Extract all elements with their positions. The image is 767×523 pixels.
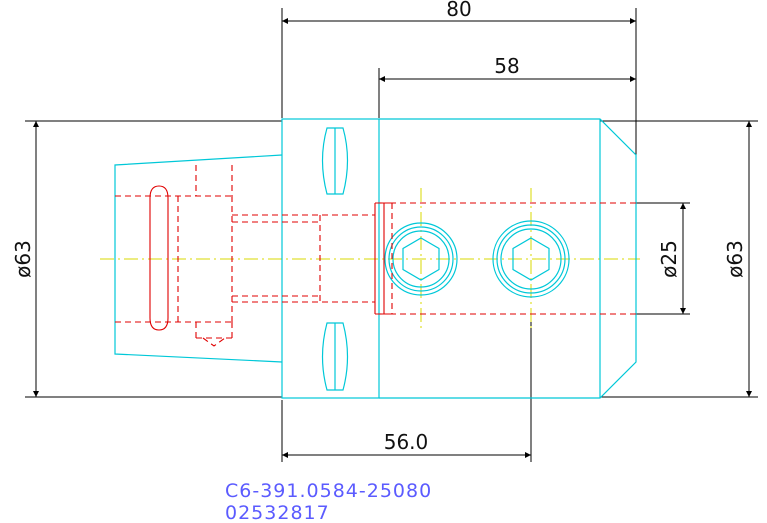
part-number: 02532817 [225, 502, 330, 523]
part-outline [114, 118, 637, 399]
dimension-lines [25, 8, 758, 462]
dim-right-d63-label: ø63 [723, 240, 747, 278]
dim-d25-label: ø25 [657, 240, 681, 278]
dim-58-label: 58 [494, 54, 519, 78]
hidden-lines [115, 165, 636, 347]
centerlines [100, 130, 640, 390]
dim-56-label: 56.0 [384, 430, 429, 454]
dim-left-d63-label: ø63 [11, 240, 35, 278]
dim-80-label: 80 [446, 0, 471, 21]
part-code: C6-391.0584-25080 [225, 480, 432, 502]
